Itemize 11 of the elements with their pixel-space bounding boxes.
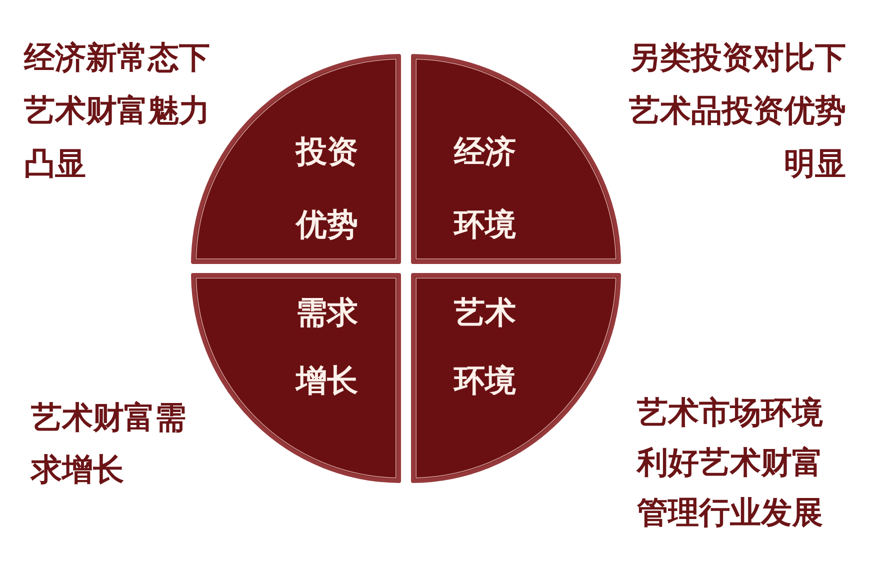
sector-label: 艺术环境 <box>452 294 517 401</box>
note-text: 艺术财富需求增长 <box>31 399 187 490</box>
quadrant-sector <box>411 273 621 483</box>
sector-label: 需求增长 <box>294 294 359 401</box>
quadrant-sector <box>191 273 401 483</box>
note-text: 经济新常态下艺术财富魅力凸显 <box>24 39 211 184</box>
quadrant-sector <box>411 54 621 264</box>
note-text: 艺术市场环境利好艺术财富管理行业发展 <box>637 394 824 533</box>
note-text: 另类投资对比下艺术品投资优势明显 <box>628 39 846 184</box>
sector-label: 经济环境 <box>452 132 517 244</box>
sector-label: 投资优势 <box>294 132 359 244</box>
